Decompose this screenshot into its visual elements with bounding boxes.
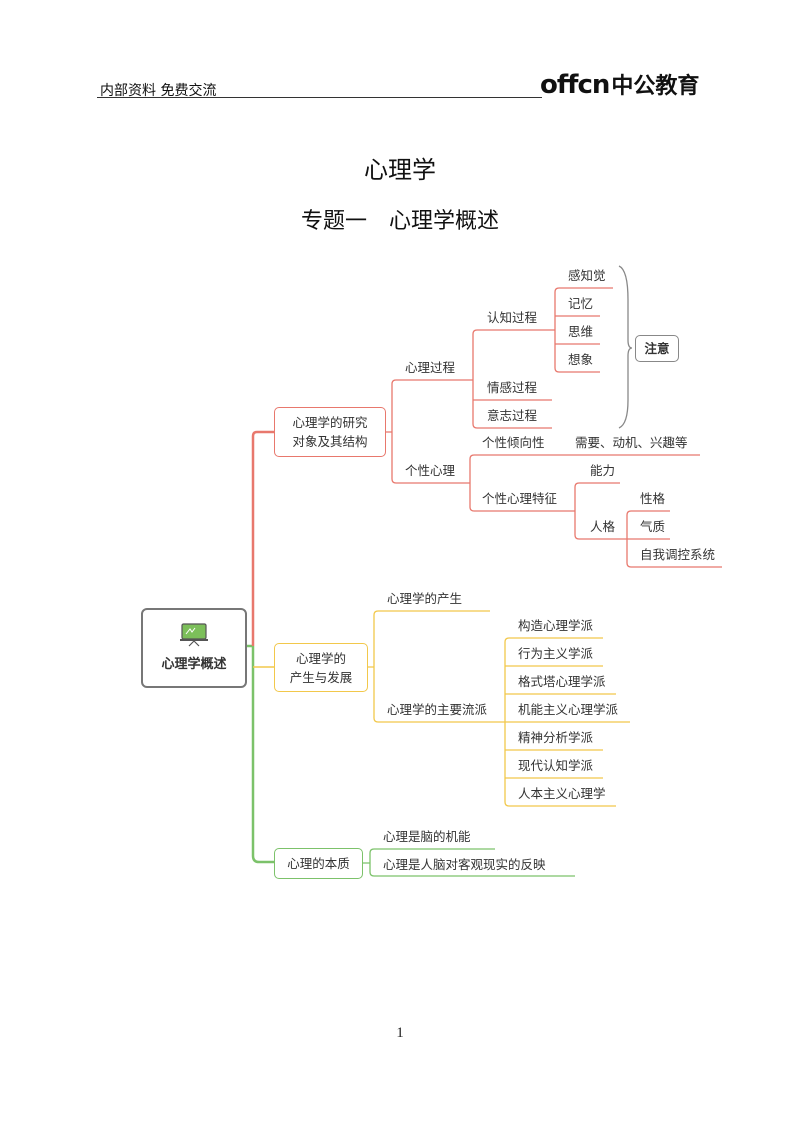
attention-bracket xyxy=(618,265,633,429)
node-school[interactable]: 格式塔心理学派 xyxy=(518,674,606,689)
node-school[interactable]: 机能主义心理学派 xyxy=(518,702,619,717)
node-ability[interactable]: 能力 xyxy=(590,463,616,478)
node-essence-item[interactable]: 心理是脑的机能 xyxy=(383,829,471,844)
node-self-regulation[interactable]: 自我调控系统 xyxy=(640,547,716,562)
node-label-line: 产生与发展 xyxy=(289,669,353,685)
node-character[interactable]: 人格 xyxy=(590,519,616,534)
node-personality[interactable]: 个性心理 xyxy=(405,463,456,478)
branch-node-origin-development[interactable]: 心理学的 产生与发展 xyxy=(274,643,368,692)
node-imagination[interactable]: 想象 xyxy=(568,352,594,367)
page-number: 1 xyxy=(396,1025,404,1041)
node-cognitive-process[interactable]: 认知过程 xyxy=(487,310,538,325)
brand-logo: offcn中公教育 xyxy=(540,68,699,100)
page-subtitle: 专题一 心理学概述 xyxy=(300,209,499,234)
node-label-line: 心理学的研究 xyxy=(292,415,368,430)
node-will-process[interactable]: 意志过程 xyxy=(487,408,538,423)
logo-latin: offcn xyxy=(540,70,610,100)
node-essence-item[interactable]: 心理是人脑对客观现实的反映 xyxy=(383,857,546,872)
node-temperament-character[interactable]: 性格 xyxy=(640,491,666,506)
node-school[interactable]: 现代认知学派 xyxy=(518,758,594,773)
node-personality-traits[interactable]: 个性心理特征 xyxy=(482,491,558,506)
branch-node-research-object[interactable]: 心理学的研究 对象及其结构 xyxy=(274,407,386,457)
node-mental-process[interactable]: 心理过程 xyxy=(405,360,456,375)
node-thinking[interactable]: 思维 xyxy=(568,324,594,339)
node-personality-tendency[interactable]: 个性倾向性 xyxy=(482,435,545,450)
root-label: 心理学概述 xyxy=(161,656,227,672)
header-text: 内部资料 免费交流 xyxy=(100,83,217,99)
node-school[interactable]: 人本主义心理学 xyxy=(518,786,606,801)
page-title: 心理学 xyxy=(364,156,436,184)
node-label-line: 心理学的 xyxy=(295,650,346,666)
node-origin[interactable]: 心理学的产生 xyxy=(387,591,463,606)
node-attention[interactable]: 注意 xyxy=(635,335,679,362)
node-memory[interactable]: 记忆 xyxy=(568,296,594,311)
node-emotion-process[interactable]: 情感过程 xyxy=(487,380,538,395)
node-perception[interactable]: 感知觉 xyxy=(568,268,606,283)
presentation-board-icon xyxy=(180,622,208,646)
branch-node-essence[interactable]: 心理的本质 xyxy=(274,848,363,879)
root-node[interactable]: 心理学概述 xyxy=(141,608,247,688)
node-tendency-detail[interactable]: 需要、动机、兴趣等 xyxy=(575,435,688,450)
node-school[interactable]: 精神分析学派 xyxy=(518,730,594,745)
node-schools[interactable]: 心理学的主要流派 xyxy=(387,702,488,717)
node-school[interactable]: 构造心理学派 xyxy=(518,618,594,633)
header-rule xyxy=(97,97,542,98)
node-temperament[interactable]: 气质 xyxy=(640,519,666,534)
node-school[interactable]: 行为主义学派 xyxy=(518,646,594,661)
node-label-line: 对象及其结构 xyxy=(292,434,368,449)
logo-cn: 中公教育 xyxy=(611,74,700,99)
